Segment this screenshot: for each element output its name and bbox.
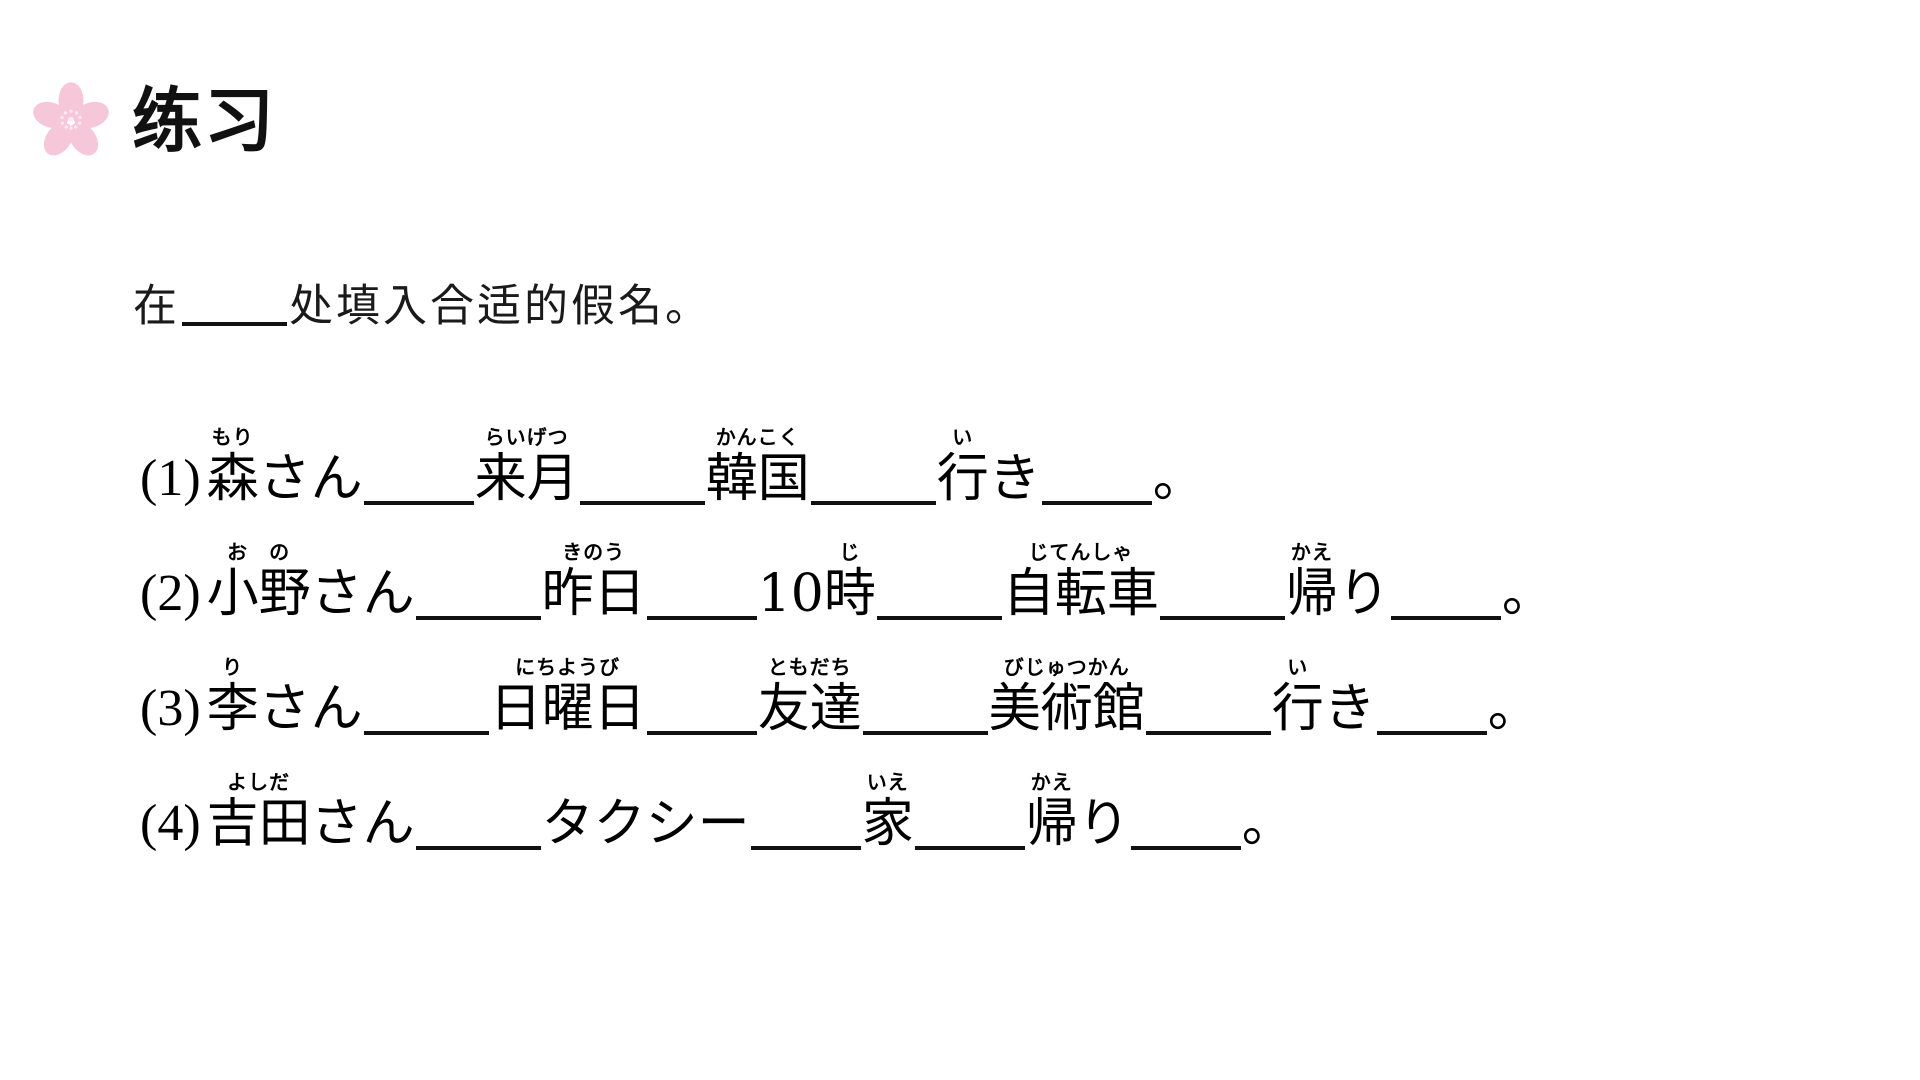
answer-blank[interactable] <box>914 800 1025 850</box>
kanji-base: 友達 <box>757 679 862 739</box>
question-row: (3)り李さんにちようび日曜日ともだち友達びじゅつかん美術館い行き。 <box>140 622 1900 737</box>
answer-blank[interactable] <box>1145 685 1271 735</box>
ruby-word: びじゅつかん美術館 <box>989 657 1145 737</box>
question-number: (2) <box>140 565 201 622</box>
ruby-word: かえ帰 <box>1286 542 1338 622</box>
ruby-word: らいげつ来月 <box>475 427 579 507</box>
instruction-before: 在 <box>133 280 180 332</box>
question-row: (1)もり森さんらいげつ来月かんこく韓国い行き。 <box>140 392 1900 507</box>
answer-blank[interactable] <box>862 685 988 735</box>
ruby-word: かえ帰 <box>1026 772 1078 852</box>
furigana: もり <box>211 425 254 449</box>
sentence-period: 。 <box>1487 679 1540 739</box>
kanji-base: 吉田 <box>206 794 311 854</box>
answer-blank[interactable] <box>1041 455 1152 505</box>
furigana: かえ <box>1290 540 1333 564</box>
question-text: き <box>1323 679 1376 739</box>
ruby-word: よしだ吉田 <box>207 772 311 852</box>
ruby-word: い行 <box>937 427 989 507</box>
ruby-word: いえ家 <box>862 772 914 852</box>
question-number: (4) <box>140 795 201 852</box>
ruby-word: じてんしゃ自転車 <box>1003 542 1159 622</box>
kanji-base: 昨日 <box>541 564 646 624</box>
answer-blank[interactable] <box>646 570 757 620</box>
kanji-base: 行 <box>1271 679 1324 739</box>
furigana: びじゅつかん <box>1003 655 1130 679</box>
answer-blank[interactable] <box>363 455 474 505</box>
answer-blank[interactable] <box>1130 800 1241 850</box>
instruction-line: 在 处填入合适的假名。 <box>133 278 712 329</box>
kanji-base: 美術館 <box>988 679 1145 739</box>
answer-blank[interactable] <box>646 685 757 735</box>
question-number: (3) <box>140 680 201 737</box>
ruby-word: にちようび日曜日 <box>490 657 646 737</box>
furigana: らいげつ <box>484 425 569 449</box>
sentence-period: 。 <box>1152 449 1205 509</box>
question-number: (1) <box>140 450 201 507</box>
ruby-word: もり森 <box>207 427 259 507</box>
kanji-base: 森 <box>206 449 259 509</box>
answer-blank[interactable] <box>876 570 1002 620</box>
question-text: さん <box>310 564 415 624</box>
ruby-word: ともだち友達 <box>758 657 862 737</box>
answer-blank[interactable] <box>363 685 489 735</box>
question-text: タクシー <box>541 794 750 854</box>
kanji-base: 小野 <box>206 564 311 624</box>
furigana: よしだ <box>227 770 291 794</box>
kanji-base: 韓国 <box>705 449 810 509</box>
kanji-base: 日曜日 <box>489 679 646 739</box>
furigana: かえ <box>1030 770 1073 794</box>
question-text: さん <box>310 794 415 854</box>
question-text: 10 <box>757 564 824 624</box>
answer-blank[interactable] <box>1390 570 1501 620</box>
question-text: り <box>1337 564 1390 624</box>
furigana: い <box>1287 655 1309 679</box>
furigana: にちようび <box>515 655 621 679</box>
answer-blank[interactable] <box>1159 570 1285 620</box>
ruby-word: お の小野 <box>207 542 311 622</box>
question-text: り <box>1077 794 1130 854</box>
answer-blank[interactable] <box>415 800 541 850</box>
furigana: じ <box>839 540 861 564</box>
instruction-after: 处填入合适的假名。 <box>289 280 712 332</box>
page-title: 练习 <box>132 80 276 162</box>
kanji-base: 時 <box>823 564 876 624</box>
furigana: かんこく <box>715 425 800 449</box>
answer-blank[interactable] <box>579 455 705 505</box>
question-text: き <box>988 449 1041 509</box>
question-row: (4)よしだ吉田さんタクシーいえ家かえ帰り。 <box>140 737 1900 852</box>
question-text: さん <box>258 679 363 739</box>
kanji-base: 自転車 <box>1002 564 1159 624</box>
kanji-base: 行 <box>936 449 989 509</box>
furigana: ともだち <box>767 655 852 679</box>
instruction-blank <box>182 278 287 326</box>
question-text: さん <box>258 449 363 509</box>
kanji-base: 帰 <box>1025 794 1078 854</box>
ruby-word: い行 <box>1272 657 1324 737</box>
answer-blank[interactable] <box>810 455 936 505</box>
sentence-period: 。 <box>1241 794 1294 854</box>
kanji-base: 来月 <box>474 449 579 509</box>
answer-blank[interactable] <box>750 800 861 850</box>
kanji-base: 家 <box>861 794 914 854</box>
answer-blank[interactable] <box>415 570 541 620</box>
ruby-word: かんこく韓国 <box>706 427 810 507</box>
furigana: きのう <box>562 540 626 564</box>
furigana: いえ <box>866 770 909 794</box>
furigana: い <box>952 425 974 449</box>
ruby-word: り李 <box>207 657 259 737</box>
ruby-word: じ時 <box>824 542 876 622</box>
page-title-row: 练习 <box>28 78 276 164</box>
kanji-base: 帰 <box>1285 564 1338 624</box>
ruby-word: きのう昨日 <box>542 542 646 622</box>
furigana: じてんしゃ <box>1028 540 1134 564</box>
furigana: お の <box>227 540 291 564</box>
sakura-flower-icon <box>33 82 109 156</box>
sentence-period: 。 <box>1501 564 1554 624</box>
answer-blank[interactable] <box>1376 685 1487 735</box>
kanji-base: 李 <box>206 679 259 739</box>
furigana: り <box>222 655 244 679</box>
